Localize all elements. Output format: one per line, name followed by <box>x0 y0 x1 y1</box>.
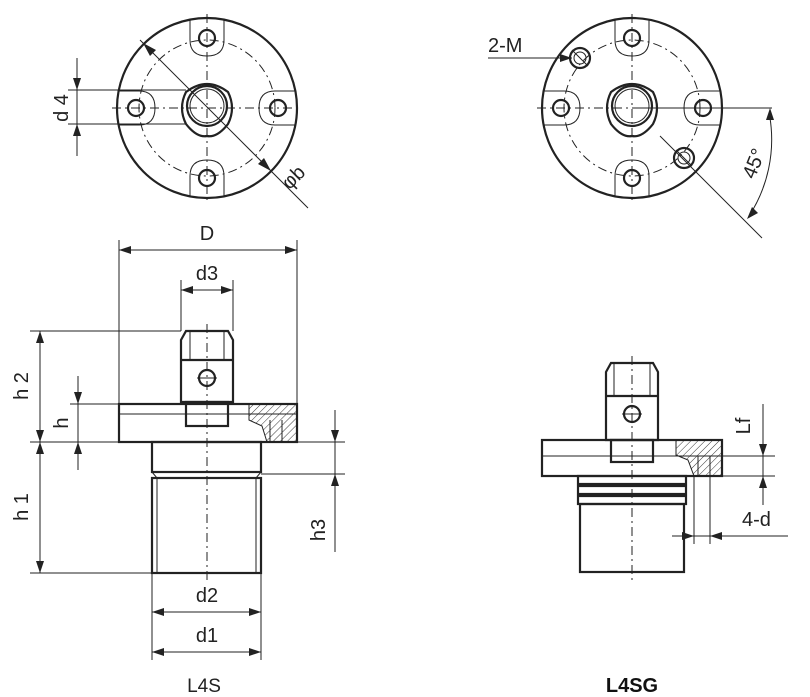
label-d2: d2 <box>196 585 218 607</box>
side-view-l4s: D d3 h 2 h h 1 h3 <box>11 223 345 697</box>
label-phi-b: φb <box>277 161 310 194</box>
center-boss <box>180 82 234 138</box>
diameter-line <box>139 39 309 209</box>
center-boss-right <box>605 82 659 138</box>
top-view-l4sg: 2-M 45° <box>488 14 774 239</box>
label-2m: 2-M <box>488 35 522 57</box>
threaded-hole-upper <box>568 46 592 70</box>
stud <box>179 329 235 404</box>
side-view-l4sg: Lf 4-d L4SG <box>540 356 788 697</box>
label-h1: h 1 <box>11 493 33 521</box>
label-45-deg: 45° <box>739 146 771 182</box>
label-d1: d1 <box>196 625 218 647</box>
bolt-hole-left-right <box>544 90 581 126</box>
bolt-hole-top <box>189 20 225 57</box>
top-view-l4s: d 4 φb <box>51 14 310 209</box>
label-h2: h 2 <box>11 372 33 400</box>
label-D: D <box>200 223 214 245</box>
threaded-hole-lower <box>672 146 696 170</box>
angle-arc <box>748 117 773 217</box>
label-d3: d3 <box>196 263 218 285</box>
bolt-hole-bottom-right <box>614 159 650 196</box>
bolt-hole-top-right <box>614 20 650 57</box>
bolt-hole-right <box>258 90 295 126</box>
label-h: h <box>51 417 73 428</box>
caption-right: L4SG <box>606 675 658 697</box>
caption-left: L4S <box>187 676 221 697</box>
label-lf: Lf <box>733 417 755 434</box>
label-h3: h3 <box>308 519 330 541</box>
label-d4: d 4 <box>51 94 73 122</box>
label-4d: 4-d <box>742 509 771 531</box>
bolt-hole-bottom <box>189 159 225 196</box>
